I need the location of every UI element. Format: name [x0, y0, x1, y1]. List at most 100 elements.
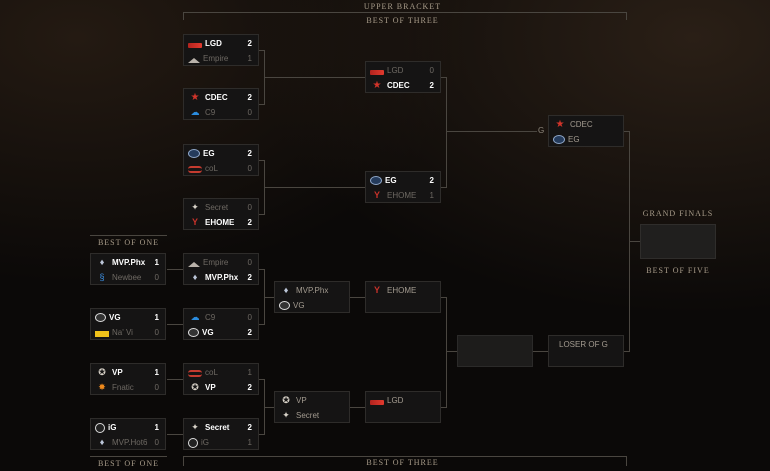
team-score: 2: [247, 149, 252, 158]
navi-logo-icon: [95, 330, 109, 337]
team-row: ✦Secret: [275, 408, 349, 423]
lower-r4-match-2[interactable]: LGD: [365, 391, 441, 423]
team-score: 0: [154, 273, 159, 282]
team-name: Secret: [205, 203, 229, 212]
team-score: 0: [247, 203, 252, 212]
connector: [259, 324, 265, 325]
ig-logo-icon: [95, 422, 105, 433]
team-name: LGD: [387, 66, 404, 75]
connector: [624, 351, 630, 352]
cdec-logo-icon: ★: [555, 119, 565, 130]
lgd-logo-icon: [370, 400, 384, 405]
best-of-one-bottom-label: BEST OF ONE: [97, 459, 160, 468]
cdec-logo-icon: ★: [372, 80, 382, 91]
loser-of-g-label: LOSER OF G: [559, 340, 608, 349]
team-row: ✸ Fnatic 0: [91, 380, 165, 395]
team-name: Fnatic: [112, 383, 134, 392]
team-name: VP: [296, 396, 307, 405]
team-name: Empire: [203, 258, 229, 267]
g-marker: G: [538, 126, 545, 135]
upper-final-match[interactable]: ★CDEC EG: [548, 115, 624, 147]
team-score: 0: [154, 438, 159, 447]
connector: [259, 434, 265, 435]
lower-r3-match-2[interactable]: ✪ VP ✦Secret: [274, 391, 350, 423]
team-name: CDEC: [205, 93, 228, 102]
team-score: 2: [247, 273, 252, 282]
mvp-phoenix-logo-icon: ♦: [192, 272, 198, 282]
team-name: C9: [205, 313, 216, 322]
lower-r5-match[interactable]: [457, 335, 533, 367]
team-score: 1: [247, 368, 252, 377]
connector: [350, 297, 365, 298]
eg-logo-icon: [553, 135, 565, 144]
best-of-three-bottom-label: BEST OF THREE: [366, 458, 439, 467]
connector: [264, 77, 365, 78]
connector: [167, 434, 183, 435]
lower-r6-match[interactable]: LOSER OF G: [548, 335, 624, 367]
connector: [446, 297, 447, 408]
empire-logo-icon: [188, 262, 200, 267]
best-of-one-top-label: BEST OF ONE: [97, 238, 160, 247]
team-name: MVP.Hot6: [112, 438, 148, 447]
connector: [446, 131, 537, 132]
connector: [167, 324, 183, 325]
team-row: EG: [549, 132, 623, 147]
vp-logo-icon: ✪: [282, 395, 290, 405]
upper-rule-right: [626, 12, 627, 20]
eg-logo-icon: [188, 149, 200, 158]
team-score: 0: [247, 164, 252, 173]
connector: [259, 214, 265, 215]
team-name: MVP.Phx: [112, 258, 146, 267]
team-score: 1: [154, 368, 159, 377]
cdec-logo-icon: ★: [190, 92, 200, 103]
connector: [264, 187, 365, 188]
team-score: 0: [154, 383, 159, 392]
team-row: VG: [275, 298, 349, 313]
empire-logo-icon: [188, 58, 200, 63]
col-logo-icon: [188, 370, 202, 377]
team-score: 1: [154, 423, 159, 432]
team-row: iG 1: [91, 420, 165, 435]
grand-finals-match[interactable]: [640, 224, 716, 259]
connector: [624, 131, 630, 132]
c9-logo-icon: ☁: [190, 107, 200, 117]
team-score: 0: [247, 313, 252, 322]
team-name: iG: [108, 423, 117, 432]
team-score: 2: [247, 39, 252, 48]
team-name: CDEC: [387, 81, 410, 90]
team-score: 1: [154, 313, 159, 322]
ig-logo-icon: [188, 437, 198, 448]
connector: [259, 50, 265, 51]
lower-r3-match-1[interactable]: ♦MVP.Phx VG: [274, 281, 350, 313]
best-of-one-bottom-rule: [90, 456, 167, 457]
fnatic-logo-icon: ✸: [98, 382, 106, 392]
